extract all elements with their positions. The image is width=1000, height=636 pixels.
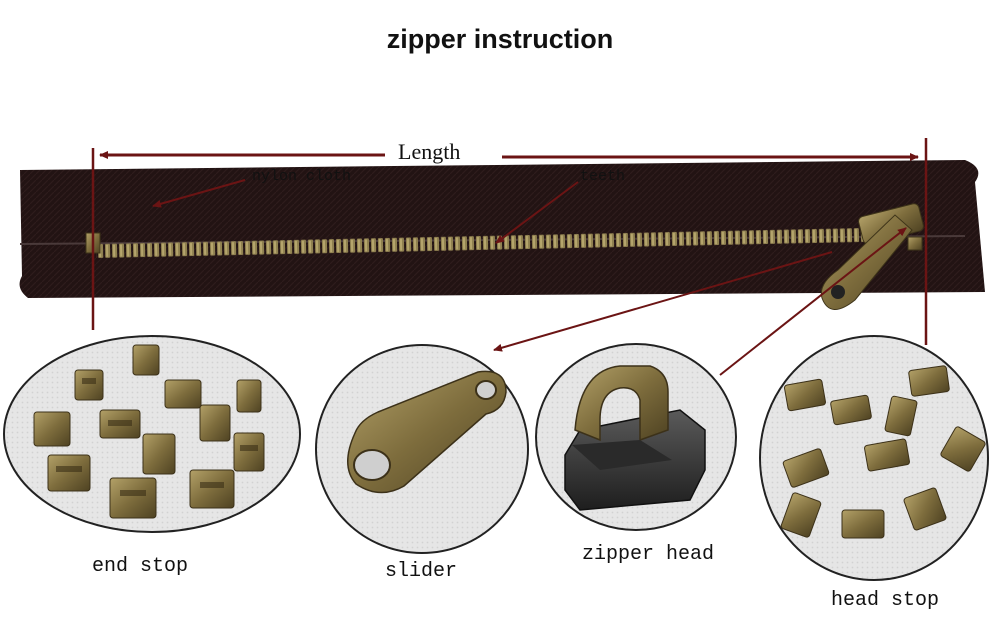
nylon-cloth-label: nylon cloth bbox=[252, 168, 352, 185]
slider-arrow bbox=[493, 251, 833, 352]
teeth-arrow bbox=[495, 181, 579, 244]
head-stop-label: head stop bbox=[831, 589, 940, 612]
teeth-label: teeth bbox=[580, 168, 626, 185]
page-title: zipper instruction bbox=[386, 24, 614, 54]
head-stop-photo bbox=[759, 335, 989, 581]
end-stop-label: end stop bbox=[92, 555, 189, 578]
zipper-head-photo bbox=[535, 343, 737, 531]
length-label: Length bbox=[398, 139, 461, 164]
slider-on-zipper bbox=[820, 203, 924, 310]
slider-label: slider bbox=[385, 560, 458, 583]
nylon-cloth-arrow bbox=[152, 179, 246, 208]
head-stop-on-zipper bbox=[907, 236, 923, 251]
end-stop-photo bbox=[3, 335, 301, 533]
zipper-teeth bbox=[95, 224, 865, 260]
slider-photo bbox=[315, 344, 529, 554]
zipper-head-arrow bbox=[719, 227, 907, 376]
zipper-head-label: zipper head bbox=[582, 543, 715, 566]
